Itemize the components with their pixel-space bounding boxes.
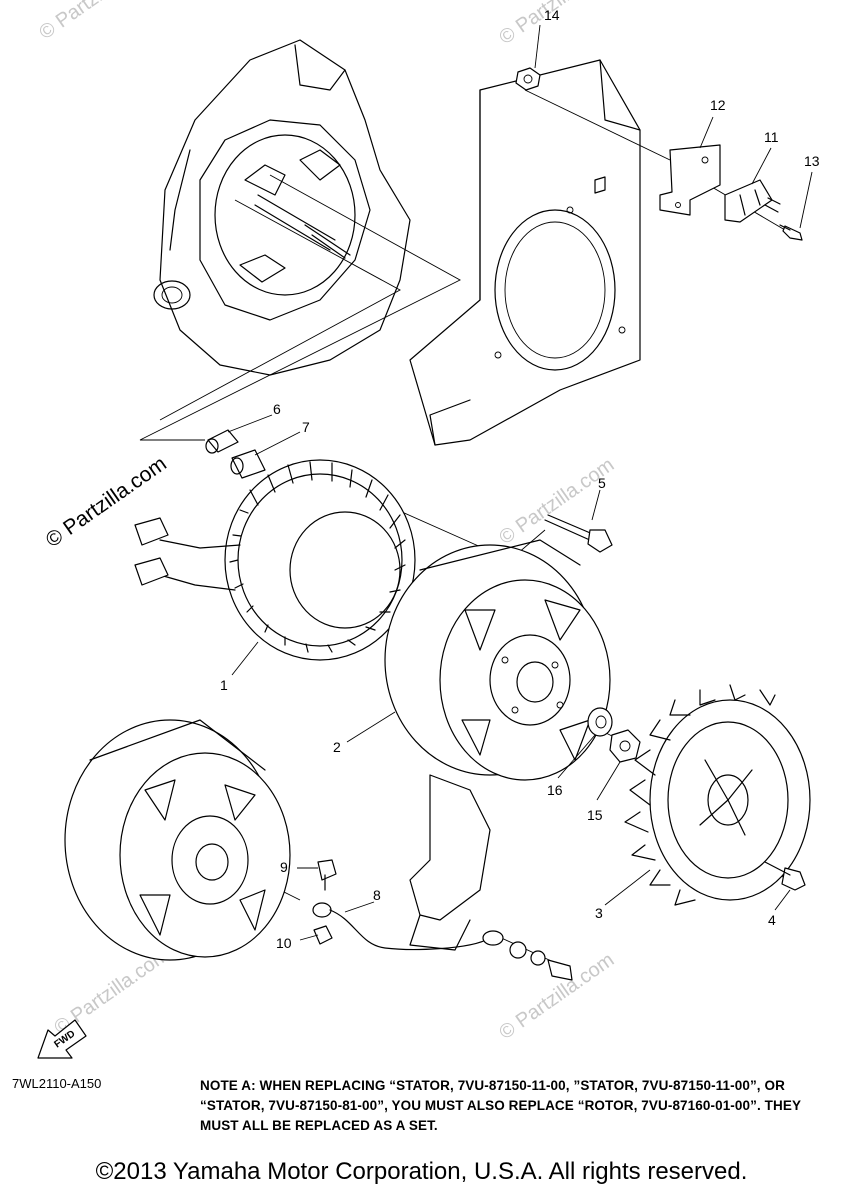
callout-4: 4 [768,912,776,928]
part-9-bolt [317,859,337,891]
callout-10: 10 [276,935,292,951]
part-6-collar [205,429,239,454]
part-5-bolt [544,514,613,553]
watermark-text: © Partzilla.com [35,0,158,44]
leader-lines [227,24,813,941]
part-16-washer [587,707,613,737]
part-15-nut [609,729,641,763]
callout-12: 12 [710,97,726,113]
fan-shroud [409,59,641,446]
part-13-screw [779,224,803,241]
callout-13: 13 [804,153,820,169]
crankcase-housing [153,39,411,376]
callout-11: 11 [764,129,779,145]
fwd-arrow-icon: FWD [37,1019,87,1059]
callout-labels: 1 2 3 4 5 6 7 8 9 10 11 12 13 14 15 16 [220,7,820,951]
callout-8: 8 [373,887,381,903]
callout-2: 2 [333,739,341,755]
back-housing [409,774,491,951]
callout-5: 5 [598,475,606,491]
part-12-bracket [659,144,721,216]
diagram-code: 7WL2110-A150 [12,1076,102,1091]
part-14-nut [515,67,541,91]
part-8-ground-wire [329,909,573,981]
callout-1: 1 [220,677,228,693]
callout-7: 7 [302,419,310,435]
callout-9: 9 [280,859,288,875]
callout-16: 16 [547,782,563,798]
part-2-rotor-upper [384,539,611,781]
part-2-rotor-lower [64,719,291,961]
exploded-parts-diagram: © Partzilla.com © Partzilla.com © Partzi… [35,0,820,1059]
part-11-rectifier [724,179,781,223]
copyright-notice: ©2013 Yamaha Motor Corporation, U.S.A. A… [95,1158,748,1185]
part-3-cooling-fan [624,684,811,906]
replacement-note: NOTE A: WHEN REPLACING “STATOR, 7VU-8715… [200,1078,801,1133]
callout-3: 3 [595,905,603,921]
callout-15: 15 [587,807,603,823]
callout-6: 6 [273,401,281,417]
part-1-stator [134,459,416,661]
part-10-nut [312,902,333,945]
part-4-bolt [764,861,806,891]
part-7-dowel [230,449,266,479]
callout-14: 14 [544,7,560,23]
